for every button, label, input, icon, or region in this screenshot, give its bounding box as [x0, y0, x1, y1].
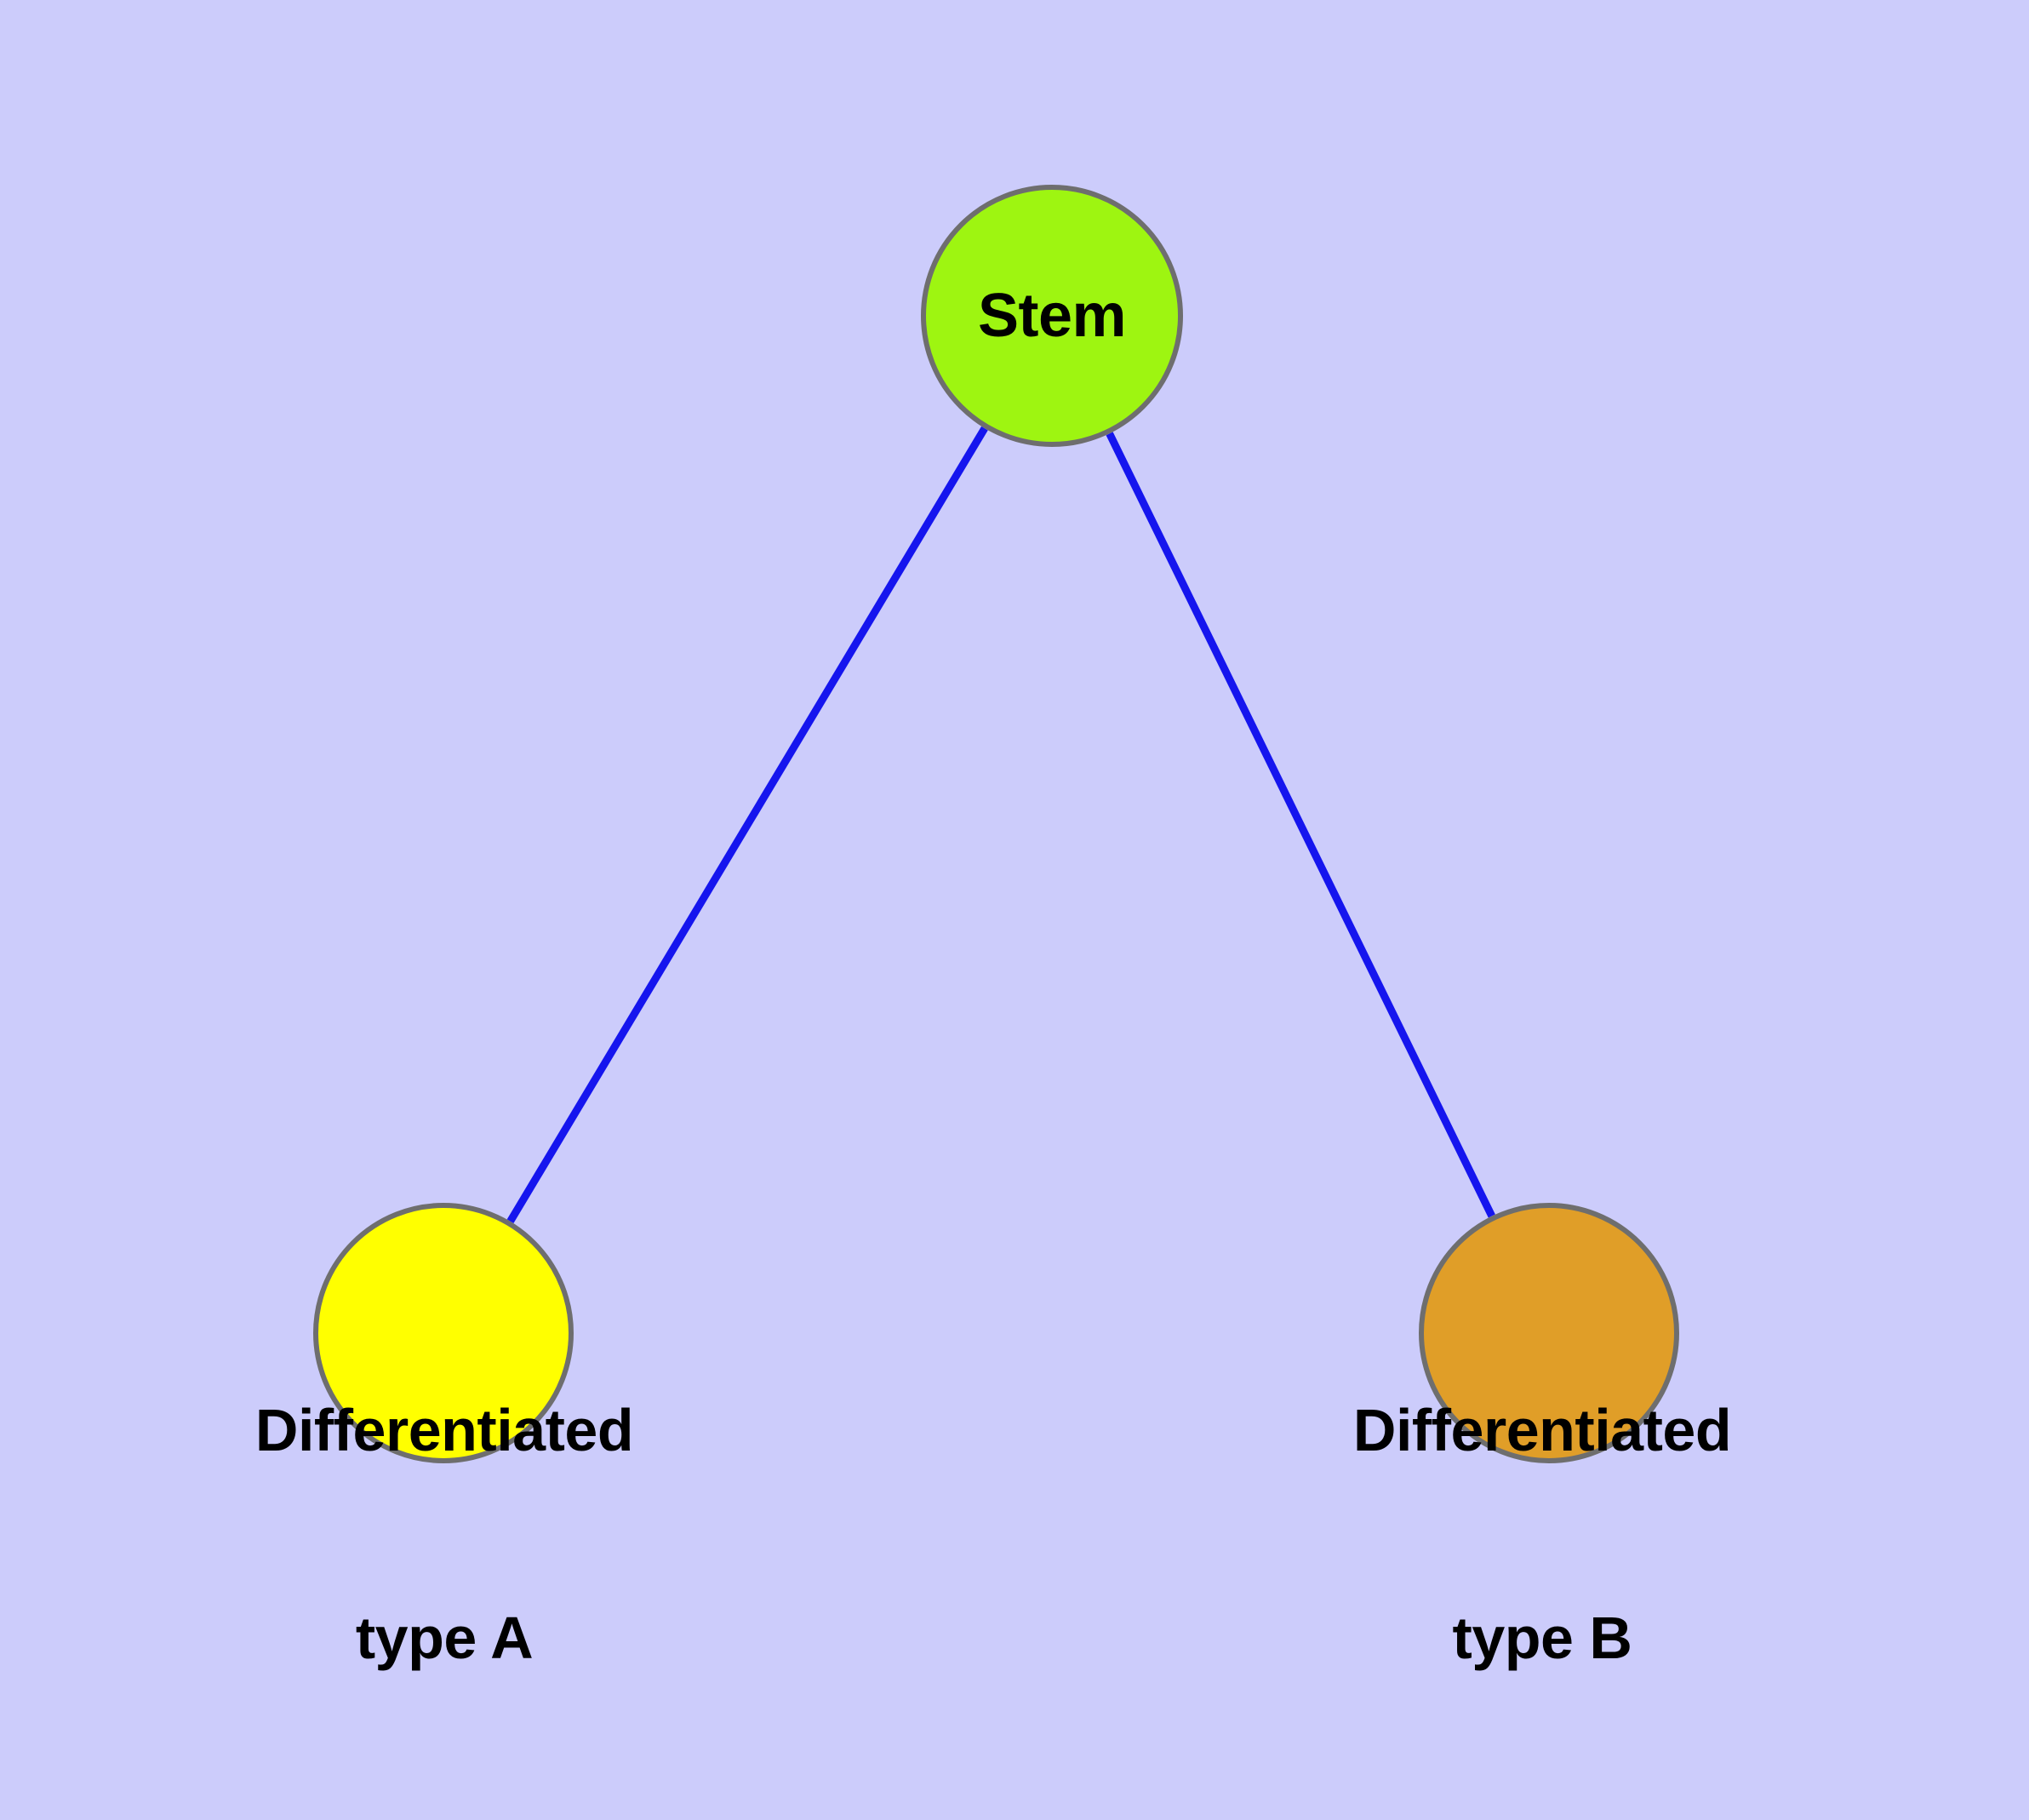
node-differentiated-type-a[interactable]: [313, 1203, 574, 1463]
node-stem[interactable]: [921, 185, 1183, 447]
edge-stem-to-differentiated-type-b: [1106, 432, 1495, 1218]
edge-stem-to-differentiated-type-a: [506, 426, 988, 1224]
node-differentiated-type-b[interactable]: [1419, 1203, 1679, 1463]
